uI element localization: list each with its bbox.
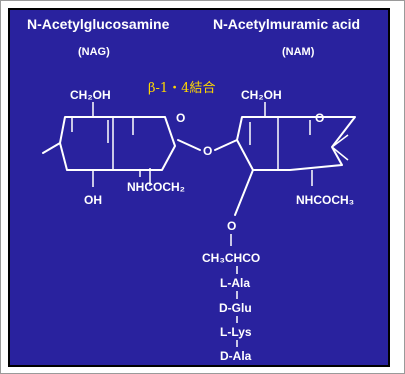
nam-bond-d [331, 146, 349, 161]
nam-ring-bonds [236, 116, 356, 171]
linkage-bond-right [214, 139, 238, 151]
lactyl-group: CH₃CHCO [202, 251, 260, 265]
peptide-d-ala: D-Ala [220, 349, 252, 363]
nam-title: N-Acetylmuramic acid [213, 16, 360, 32]
peptide-l-lys: L-Lys [220, 325, 252, 339]
nam-ring: O O [227, 102, 356, 246]
diagram-board: N-Acetylglucosamine (NAG) N-Acetylmurami… [8, 8, 390, 367]
nam-nhcoch: NHCOCH₃ [296, 193, 354, 207]
peptide-d-glu: D-Glu [219, 301, 252, 315]
nam-ether-oxygen: O [227, 219, 236, 233]
nag-nhcoch: NHCOCH₂ [127, 180, 185, 194]
linkage-label: β-1・4結合 [148, 81, 215, 96]
nag-title: N-Acetylglucosamine [27, 16, 170, 32]
nam-ch2oh: CH₂OH [241, 88, 282, 102]
peptidoglycan-diagram: N-Acetylglucosamine (NAG) N-Acetylmurami… [10, 10, 388, 365]
nag-ring-oxygen: O [176, 111, 185, 125]
nag-ch2oh: CH₂OH [70, 88, 111, 102]
nam-bond-c [331, 134, 349, 148]
diagram-background [10, 10, 388, 365]
nam-abbr: (NAM) [282, 46, 315, 58]
peptide-l-ala: L-Ala [220, 276, 250, 290]
nam-c3-ether-bond [234, 169, 254, 216]
nag-ring: O [42, 102, 185, 187]
nam-ring-oxygen: O [315, 111, 324, 125]
nag-abbr: (NAG) [78, 46, 110, 58]
linkage-bond-left [177, 139, 201, 151]
nag-ring-bonds [42, 116, 176, 171]
linkage-oxygen: O [203, 144, 212, 158]
nag-oh: OH [84, 193, 102, 207]
